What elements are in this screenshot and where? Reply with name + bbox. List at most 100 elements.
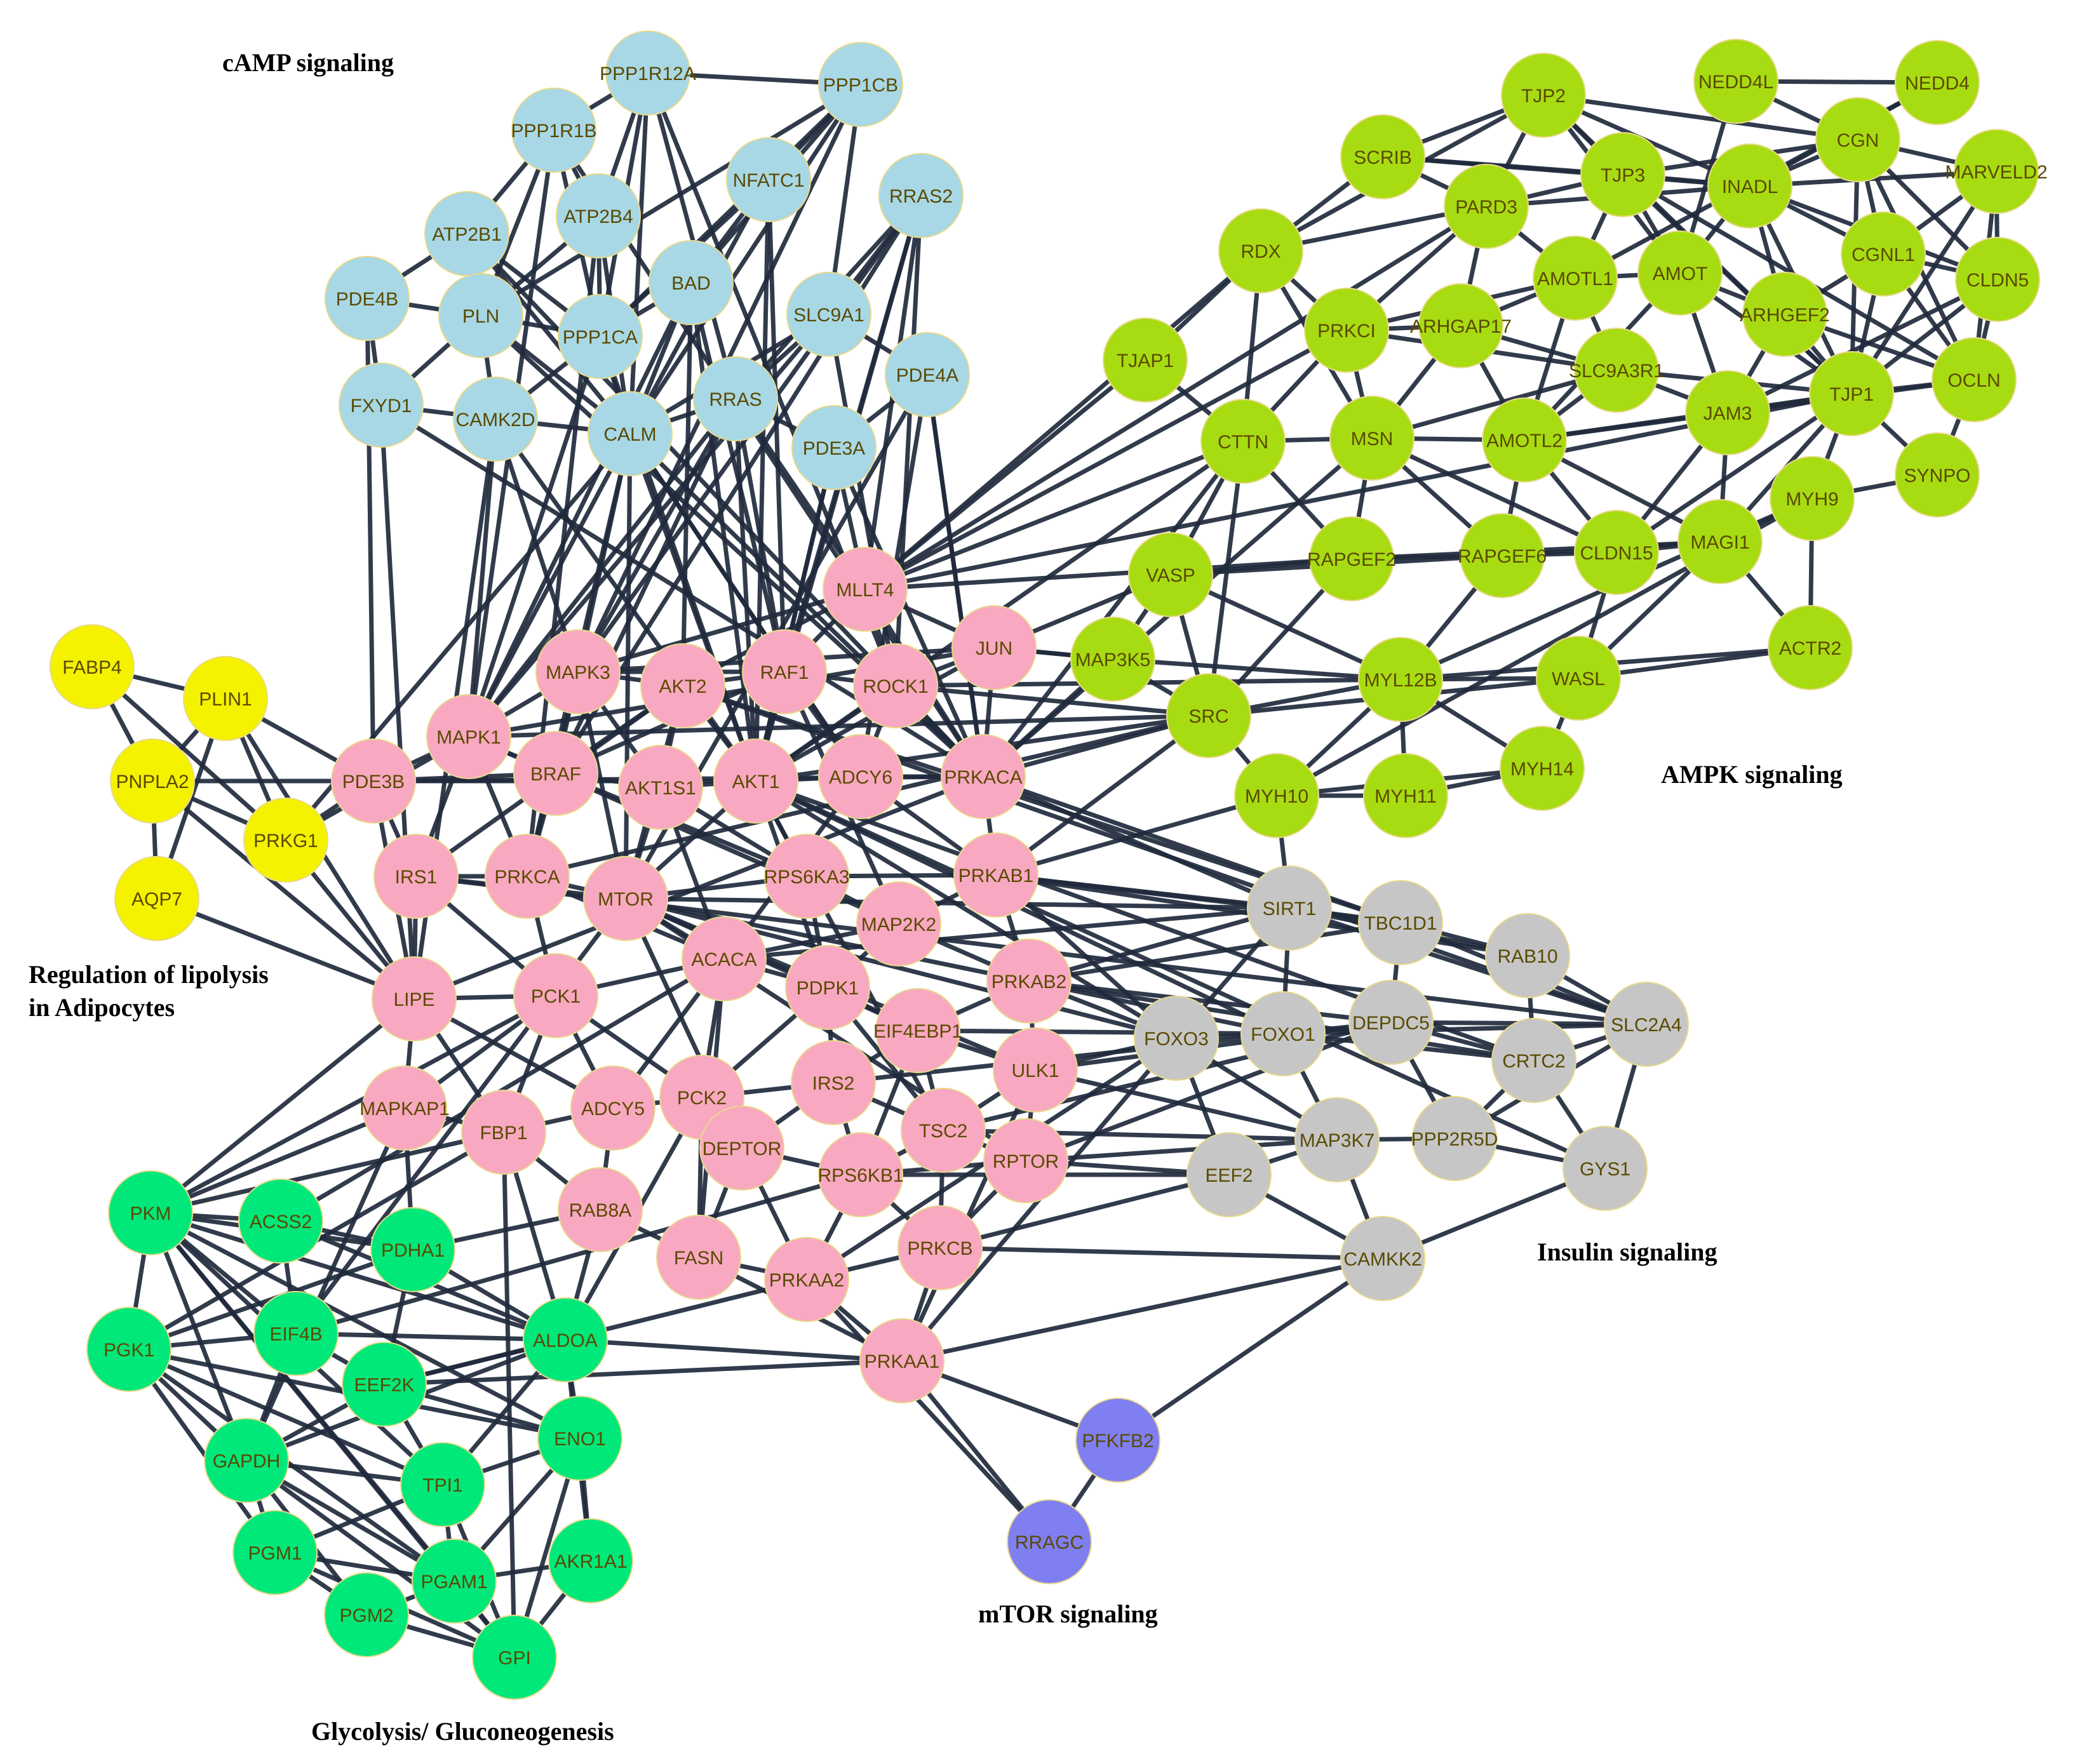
node-mllt4: MLLT4 <box>823 547 908 632</box>
edge-MLLT4-TJP1 <box>864 391 1852 592</box>
node-amotl2: AMOTL2 <box>1482 398 1567 483</box>
node-label: JAM3 <box>1704 403 1752 424</box>
node-circle <box>618 745 703 830</box>
node-label: MYL12B <box>1364 670 1437 691</box>
node-circle <box>1742 272 1827 357</box>
node-prkca: PRKCA <box>485 834 570 919</box>
node-label: FABP4 <box>62 657 121 678</box>
node-label: AMOT <box>1653 264 1708 284</box>
edge-PRKAA2-RRAGC <box>805 1278 1051 1544</box>
node-circle <box>856 881 941 966</box>
node-ppp1cb: PPP1CB <box>818 42 903 127</box>
node-circle <box>1186 1132 1272 1217</box>
node-circle <box>558 1167 643 1252</box>
node-inadl: INADL <box>1707 144 1792 229</box>
node-label: FXYD1 <box>351 396 412 417</box>
node-wasl: WASL <box>1536 636 1621 721</box>
node-label: NEDD4L <box>1698 72 1773 93</box>
node-label: PPP1CA <box>563 327 638 348</box>
node-circle <box>1240 991 1326 1076</box>
node-rras: RRAS <box>693 356 778 441</box>
node-circle <box>1841 211 1926 297</box>
node-label: ADCY6 <box>829 767 892 788</box>
node-label: SYNPO <box>1904 465 1970 486</box>
node-circle <box>1070 617 1155 702</box>
node-circle <box>1533 236 1618 321</box>
node-label: CLDN5 <box>1966 270 2029 291</box>
node-circle <box>453 377 538 462</box>
node-circle <box>1768 605 1853 690</box>
node-myh14: MYH14 <box>1500 726 1585 811</box>
edge-ATP2B1-CALM <box>465 232 632 436</box>
node-label: ENO1 <box>554 1429 606 1450</box>
edge-GAPDH-GPI <box>245 1459 516 1659</box>
node-aldoa: ALDOA <box>523 1297 608 1382</box>
node-label: MTOR <box>598 889 654 910</box>
node-foxo3: FOXO3 <box>1134 996 1219 1081</box>
node-circle <box>983 1118 1068 1203</box>
node-label: MAP3K5 <box>1075 650 1150 671</box>
node-label: RAF1 <box>760 662 809 683</box>
edge-PRKACA-SIRT1 <box>982 774 1291 911</box>
node-label: SIRT1 <box>1263 899 1316 919</box>
edge-PRKAA1-ALDOA <box>565 1337 903 1363</box>
node-ocln: OCLN <box>1932 337 2017 422</box>
node-label: TPI1 <box>422 1475 462 1496</box>
node-circle <box>818 734 903 819</box>
node-circle <box>588 391 673 476</box>
node-circle <box>1075 1398 1160 1483</box>
node-map3k5: MAP3K5 <box>1070 617 1155 702</box>
node-label: PRKACA <box>944 767 1022 788</box>
node-amot: AMOT <box>1637 231 1723 316</box>
node-label: SRC <box>1188 706 1228 727</box>
cluster-label-lipolysis: Regulation of lipolysis <box>29 960 269 989</box>
node-circle <box>253 1291 339 1376</box>
node-circle <box>742 629 827 714</box>
node-circle <box>791 1040 876 1125</box>
edge-TJP3-TJP1 <box>1621 173 1853 396</box>
node-circle <box>1895 432 1980 518</box>
node-label: PCK2 <box>677 1088 727 1109</box>
node-cldn15: CLDN15 <box>1574 510 1659 595</box>
node-label: ATP2B4 <box>563 206 633 227</box>
node-circle <box>1309 516 1394 601</box>
edge-MARVELD2-TJP1 <box>1850 170 1998 395</box>
node-circle <box>1563 1126 1648 1211</box>
node-circle <box>114 856 199 941</box>
node-label: TBC1D1 <box>1364 913 1437 934</box>
node-circle <box>1574 328 1659 413</box>
node-label: RAB10 <box>1497 946 1557 967</box>
node-circle <box>570 1066 655 1151</box>
node-circle <box>238 1179 323 1264</box>
node-circle <box>1501 53 1586 138</box>
node-circle <box>1134 996 1219 1081</box>
node-label: PGM2 <box>339 1605 393 1626</box>
edge-MAPK1-CALM <box>466 432 633 738</box>
node-tjap1: TJAP1 <box>1103 317 1188 403</box>
node-label: EIF4B <box>269 1324 322 1345</box>
node-irs1: IRS1 <box>373 834 459 919</box>
edge-AKT1-PDE3A <box>753 447 837 782</box>
node-circle <box>426 694 511 779</box>
node-myh10: MYH10 <box>1234 753 1319 838</box>
node-circle <box>1218 208 1303 293</box>
node-label: TJP2 <box>1521 86 1566 107</box>
node-lipe: LIPE <box>372 956 457 1041</box>
node-circle <box>1294 1097 1380 1182</box>
node-circle <box>50 624 135 709</box>
node-pard3: PARD3 <box>1444 164 1529 249</box>
node-circle <box>485 834 570 919</box>
edge-RRAS-AKT1 <box>733 398 758 782</box>
node-label: RAB8A <box>569 1200 631 1221</box>
node-label: NEDD4 <box>1905 73 1970 94</box>
edge-FBP1-GPI <box>501 1132 517 1658</box>
node-atp2b1: ATP2B1 <box>424 191 509 276</box>
node-depdc5: DEPDC5 <box>1348 980 1434 1065</box>
node-label: PLN <box>462 306 499 327</box>
node-tbc1d1: TBC1D1 <box>1358 880 1443 965</box>
edge-PARD3-MLLT4 <box>864 204 1488 591</box>
node-slc2a4: SLC2A4 <box>1604 982 1689 1067</box>
edge-FBP1-PKM <box>150 1130 504 1215</box>
node-label: TJP3 <box>1601 165 1645 186</box>
